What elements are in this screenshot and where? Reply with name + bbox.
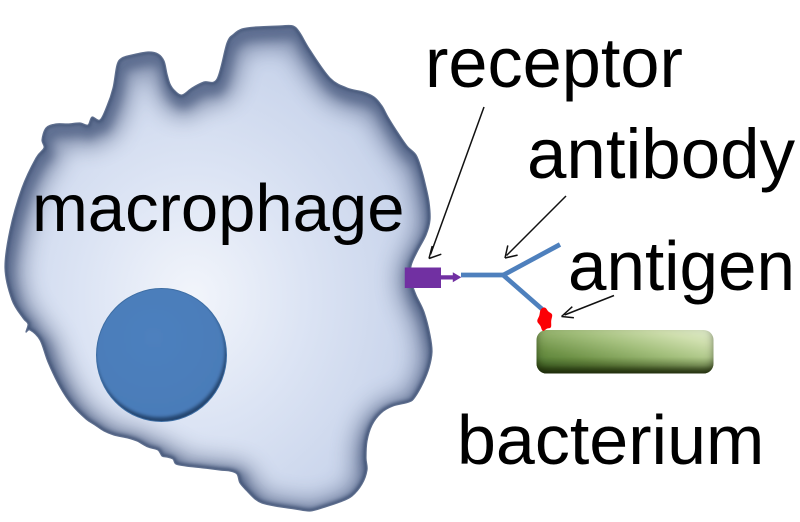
svg-text:macrophage: macrophage xyxy=(32,171,404,246)
svg-text:antibody: antibody xyxy=(527,115,796,194)
svg-text:bacterium: bacterium xyxy=(457,401,764,479)
svg-text:antigen: antigen xyxy=(568,227,795,305)
svg-text:receptor: receptor xyxy=(425,23,683,102)
